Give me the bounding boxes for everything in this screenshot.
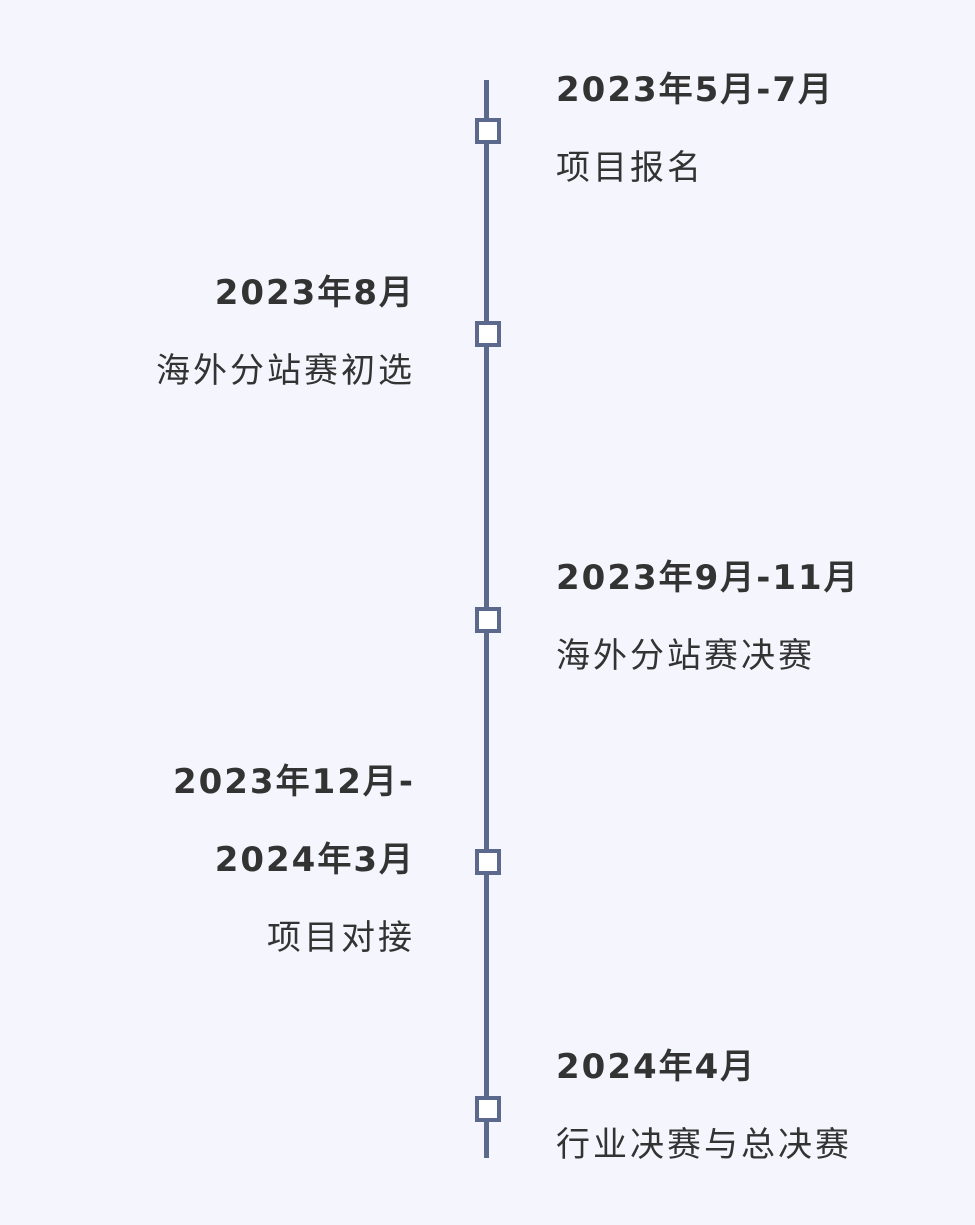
timeline-event: 2023年5月-7月 项目报名 (556, 70, 834, 188)
event-title: 行业决赛与总决赛 (556, 1125, 852, 1165)
event-title: 海外分站赛初选 (156, 351, 415, 391)
event-title: 项目报名 (556, 148, 704, 188)
timeline-node (475, 1096, 501, 1122)
event-date-continued: 2024年3月 (214, 840, 415, 880)
timeline-event: 2023年9月-11月 海外分站赛决赛 (556, 558, 860, 676)
timeline-event: 2023年12月- 2024年3月 项目对接 (173, 762, 415, 958)
timeline-event: 2024年4月 行业决赛与总决赛 (556, 1047, 852, 1165)
event-title: 项目对接 (267, 918, 415, 958)
event-date: 2023年12月- (172, 762, 415, 802)
event-date: 2024年4月 (556, 1047, 757, 1087)
event-date: 2023年8月 (214, 273, 415, 313)
timeline-event: 2023年8月 海外分站赛初选 (156, 273, 415, 391)
event-date: 2023年5月-7月 (556, 70, 835, 110)
timeline-node (475, 118, 501, 144)
timeline-node (475, 321, 501, 347)
event-title: 海外分站赛决赛 (556, 636, 815, 676)
timeline-node (475, 607, 501, 633)
event-date: 2023年9月-11月 (556, 558, 860, 598)
timeline-node (475, 849, 501, 875)
